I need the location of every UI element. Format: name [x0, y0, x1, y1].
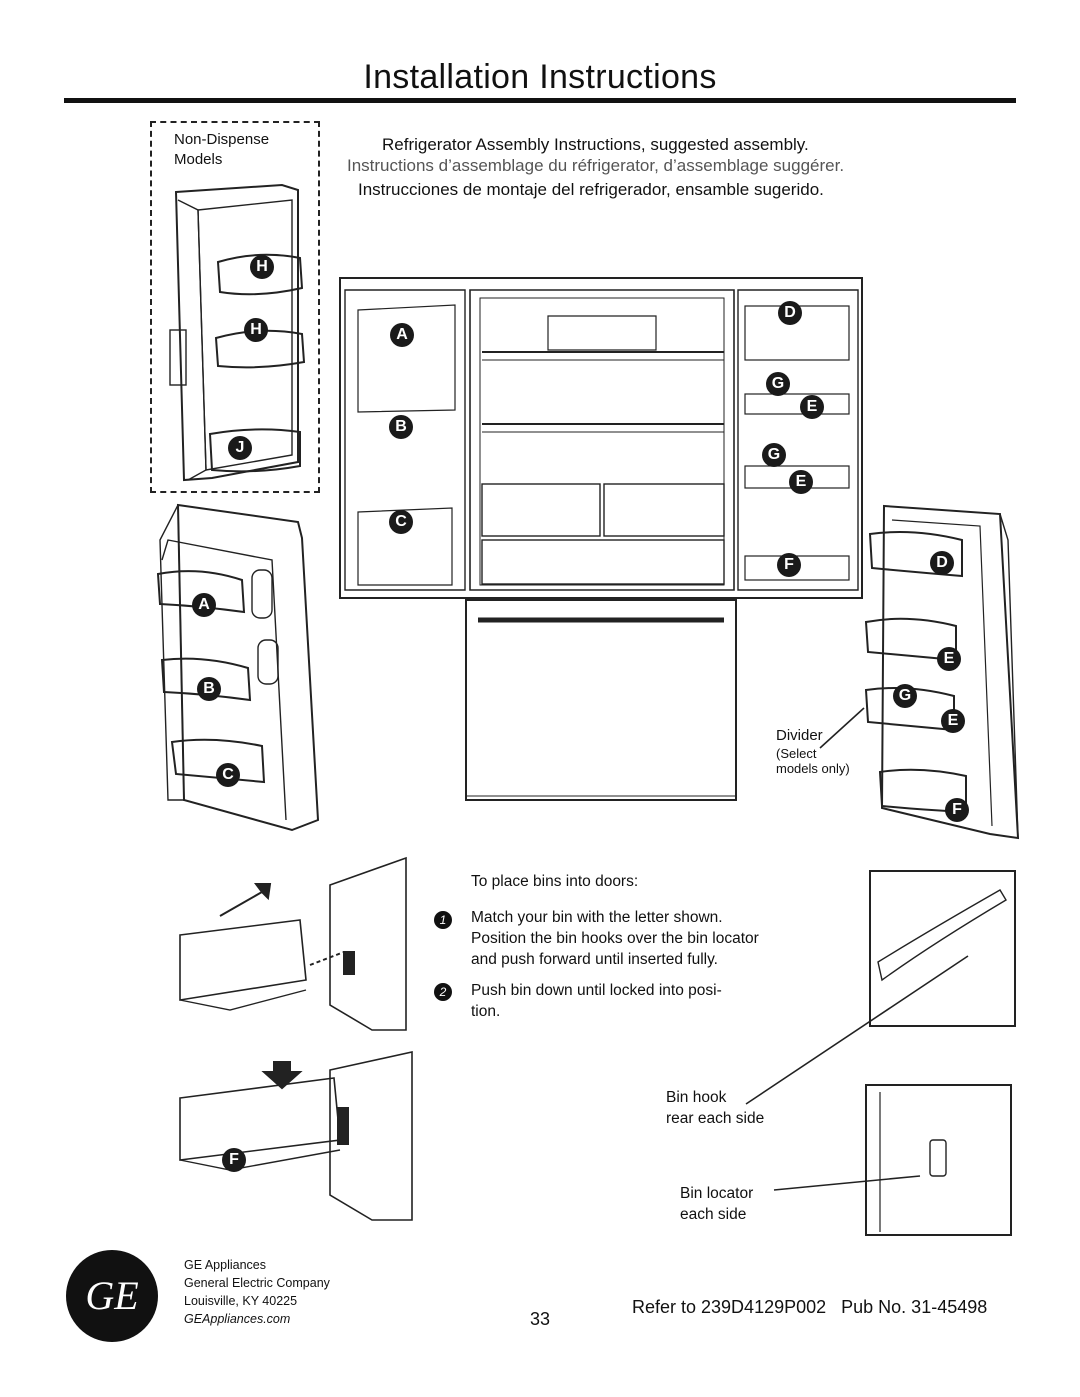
pub-reference: Refer to 239D4129P002 Pub No. 31-45498	[632, 1297, 988, 1317]
step-diagram-2	[179, 1051, 413, 1221]
left-door-drawing	[156, 503, 320, 832]
ge-logo: GE	[66, 1250, 158, 1342]
title-rule	[64, 98, 1016, 103]
badge-a-fridge: A	[390, 323, 414, 347]
badge-e-door-2: E	[941, 709, 965, 733]
right-door-drawing	[819, 504, 1020, 840]
badge-e-fridge-1: E	[800, 395, 824, 419]
non-dispense-box	[150, 121, 320, 493]
badge-b-fridge: B	[389, 415, 413, 439]
badge-f-fridge: F	[777, 553, 801, 577]
badge-g-fridge-2: G	[762, 443, 786, 467]
step-1-number: 1	[434, 911, 452, 929]
badge-f-step: F	[222, 1148, 246, 1172]
non-dispense-label: Non-Dispense Models	[174, 131, 270, 168]
badge-h-lower: H	[244, 318, 268, 342]
badge-c-door: C	[216, 763, 240, 787]
badge-c-fridge: C	[389, 510, 413, 534]
badge-e-door-1: E	[937, 647, 961, 671]
step-2-text: Push bin down until locked into posi- ti…	[471, 982, 722, 1020]
divider-callout: Divider (Select models only)	[776, 727, 850, 776]
ge-logo-text: GE	[85, 1273, 139, 1318]
step-diagram-1	[179, 856, 407, 1031]
bins-heading: To place bins into doors:	[471, 873, 639, 890]
badge-b-door: B	[197, 677, 221, 701]
refrigerator-drawing	[339, 277, 863, 801]
assembly-fr: Instructions d’assemblage du réfrigerato…	[347, 156, 845, 175]
badge-e-fridge-2: E	[789, 470, 813, 494]
badge-d-fridge: D	[778, 301, 802, 325]
page-number: 33	[530, 1309, 551, 1329]
assembly-en: Refrigerator Assembly Instructions, sugg…	[382, 135, 809, 154]
page-title: Installation Instructions	[363, 58, 717, 96]
badge-f-door: F	[945, 798, 969, 822]
step-2-number: 2	[434, 983, 452, 1001]
bin-locator-callout: Bin locator each side	[680, 1185, 754, 1223]
badge-g-door: G	[893, 684, 917, 708]
bin-hook-callout: Bin hook rear each side	[666, 1089, 765, 1127]
badge-g-fridge-1: G	[766, 372, 790, 396]
badge-j: J	[228, 436, 252, 460]
company-info: GE Appliances General Electric Company L…	[184, 1258, 330, 1326]
step-1-text: Match your bin with the letter shown. Po…	[471, 909, 759, 968]
non-dispense-door-drawing	[169, 183, 306, 482]
badge-h-upper: H	[250, 255, 274, 279]
badge-a-door: A	[192, 593, 216, 617]
assembly-es: Instrucciones de montaje del refrigerado…	[358, 180, 824, 199]
badge-d-door: D	[930, 551, 954, 575]
